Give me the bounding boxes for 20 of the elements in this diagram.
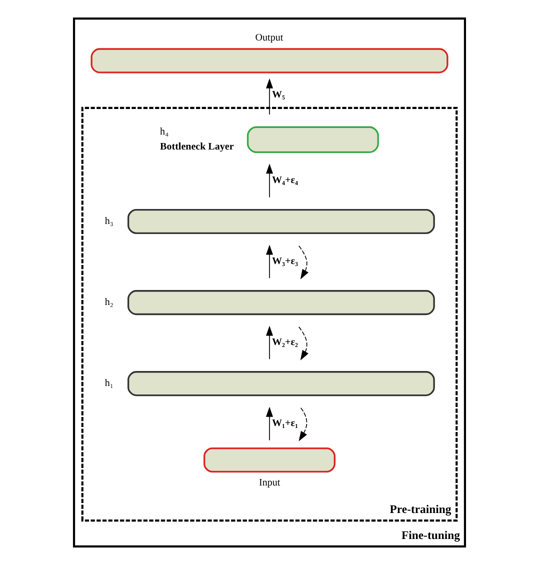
node-label: Input [259, 478, 280, 489]
node-label: h₄ [160, 126, 169, 138]
arrow [266, 326, 274, 360]
arrow [266, 244, 274, 279]
arrow [298, 407, 308, 442]
edge-label: W₁+ε₁ [272, 418, 298, 429]
node-label: h₁ [104, 378, 114, 390]
node-label: Output [255, 32, 284, 44]
node-label: h₃ [104, 216, 114, 228]
arrow [266, 406, 274, 441]
edge-label: W₄+ε₄ [272, 174, 298, 186]
node-label: Bottleneck Layer [160, 141, 234, 152]
node-label: h₂ [104, 297, 114, 308]
edge-label: W₃+ε₃ [272, 256, 298, 267]
arrow [298, 326, 308, 360]
edge-label: W₂+ε₂ [272, 336, 298, 348]
edge-label: W₅ [272, 90, 286, 101]
arrow [266, 164, 274, 198]
arrow [266, 78, 274, 115]
arrow [298, 246, 308, 280]
